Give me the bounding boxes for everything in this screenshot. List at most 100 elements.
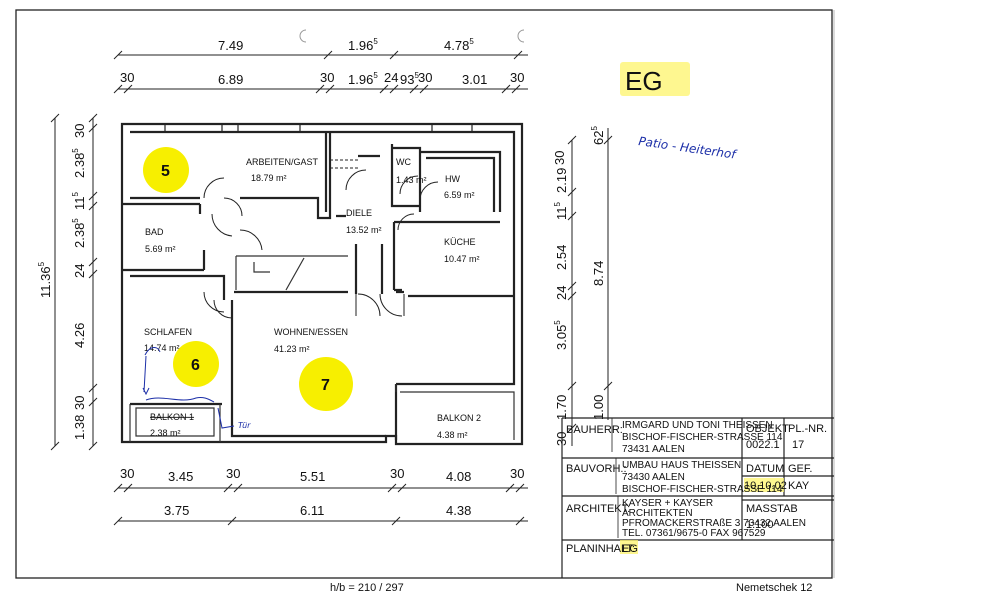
bottom-dim-r1-6: 30: [510, 466, 524, 481]
room-badge-5-label: 5: [161, 163, 170, 180]
left-dimension-lines: [50, 113, 98, 451]
bauherr-label: BAUHERR:: [566, 424, 623, 436]
room-badge-7-label: 7: [321, 377, 330, 394]
punch-hole-mark: [517, 29, 525, 43]
room-name-wohnen: WOHNEN/ESSEN: [274, 327, 348, 337]
room-name-schlafen: SCHLAFEN: [144, 327, 192, 337]
gef-value: KAY: [788, 480, 810, 492]
planinhalt-highlight: [620, 540, 638, 554]
left-dim-7: 1.38: [72, 415, 87, 440]
top-dim-r2-0: 30: [120, 70, 134, 85]
top-dim-r2-2: 30: [320, 70, 334, 85]
software-label: Nemetschek 12: [736, 582, 812, 594]
bottom-dim-r1-3: 5.51: [300, 469, 325, 484]
right-dim-5: 3.055: [553, 320, 569, 350]
room-area-diele: 13.52 m²: [346, 225, 382, 235]
room-name-kueche: KÜCHE: [444, 237, 476, 247]
bauherr-line-3: 73431 AALEN: [622, 444, 685, 455]
room-area-balkon2: 4.38 m²: [437, 430, 468, 440]
bottom-dim-r1-2: 30: [226, 466, 240, 481]
room-name-hw: HW: [445, 174, 460, 184]
top-dim-r1-1: 1.965: [348, 37, 378, 53]
left-dim-4: 24: [72, 264, 87, 278]
left-dim-3: 2.385: [71, 218, 87, 248]
right-dim-0: 30: [552, 151, 567, 165]
right-dim-1: 2.19: [554, 168, 569, 193]
bauvorh-line-3: BISCHOF-FISCHER-STRASSE 114: [622, 484, 783, 495]
objekt-label: OBJEKT: [746, 423, 789, 435]
floor-label-highlight: [620, 62, 690, 96]
top-dim-r1-2: 4.785: [444, 37, 474, 53]
bottom-dim-r1-1: 3.45: [168, 469, 193, 484]
right-dim-3: 2.54: [554, 245, 569, 270]
right-dim-extra: 1.00: [591, 395, 606, 420]
top-dim-r2-5: 935: [400, 71, 419, 87]
plnr-value: 17: [792, 439, 804, 451]
top-dim-r2-4: 24: [384, 70, 398, 85]
room-name-wc: WC: [396, 157, 411, 167]
door-note: Tür: [238, 421, 251, 430]
top-dimension-lines: [113, 50, 528, 94]
room-area-kueche: 10.47 m²: [444, 254, 480, 264]
floor-plan-walls: [120, 122, 524, 446]
datum-highlight: [744, 478, 784, 492]
datum-label: DATUM: [746, 463, 784, 475]
bottom-dim-r1-4: 30: [390, 466, 404, 481]
bottom-dimension-lines: [113, 483, 528, 526]
title-block: [561, 417, 834, 578]
room-area-arbeiten: 18.79 m²: [251, 173, 287, 183]
bottom-dim-r1-5: 4.08: [446, 469, 471, 484]
bauherr-line-1: IRMGARD UND TONI THEISSEN: [622, 420, 773, 431]
top-dim-r2-1: 6.89: [218, 72, 243, 87]
room-name-diele: DIELE: [346, 208, 372, 218]
room-badge-6: [173, 341, 219, 387]
top-dim-r1-0: 7.49: [218, 38, 243, 53]
room-area-bad: 5.69 m²: [145, 244, 176, 254]
room-name-bad: BAD: [145, 227, 164, 237]
room-area-wc: 1.43 m²: [396, 175, 427, 185]
handwritten-arrow: [142, 347, 161, 396]
room-area-wohnen: 41.23 m²: [274, 344, 310, 354]
gef-label: GEF.: [788, 463, 812, 475]
left-dim-2: 115: [71, 192, 87, 211]
room-name-balkon1: BALKON 1: [150, 412, 194, 422]
bottom-dim-r2-2: 4.38: [446, 503, 471, 518]
sheet-format: h/b = 210 / 297: [330, 582, 404, 594]
right-dim-4: 24: [554, 286, 569, 300]
top-dim-r2-8: 30: [510, 70, 524, 85]
right-dim-top: 625: [590, 126, 606, 145]
room-area-hw: 6.59 m²: [444, 190, 475, 200]
bottom-dim-r2-0: 3.75: [164, 503, 189, 518]
bauherr-line-2: BISCHOF-FISCHER-STRASSE 114: [622, 432, 783, 443]
room-name-balkon2: BALKON 2: [437, 413, 481, 423]
architekt-label: ARCHITEKT:: [566, 503, 630, 515]
sheet-border: [15, 9, 833, 579]
planinhalt-value: EG: [622, 543, 638, 555]
punch-hole-mark: [299, 29, 307, 43]
right-dim-2: 115: [553, 202, 569, 221]
room-badge-7: [299, 357, 353, 411]
handwritten-door-mark: [217, 407, 235, 429]
right-dimension-lines: [567, 128, 613, 446]
room-area-schlafen: 14.74 m²: [144, 343, 180, 353]
right-dim-6: 1.70: [554, 395, 569, 420]
left-dim-5: 4.26: [72, 323, 87, 348]
bauvorh-line-2: 73430 AALEN: [622, 472, 685, 483]
architekt-line-1: KAYSER + KAYSER: [622, 498, 713, 509]
left-dim-overall: 11.365: [37, 261, 53, 298]
planinhalt-label: PLANINHALT:: [566, 543, 635, 555]
top-dim-r2-7: 3.01: [462, 72, 487, 87]
top-dim-r2-3: 1.965: [348, 71, 378, 87]
masstab-label: MASSTAB: [746, 503, 798, 515]
objekt-value: 0022.1: [746, 439, 780, 451]
datum-value: 10.10.02: [744, 480, 787, 492]
right-dim-overall: 8.74: [591, 261, 606, 286]
floor-label: EG: [625, 66, 663, 96]
left-dim-6: 30: [72, 396, 87, 410]
room-name-arbeiten: ARBEITEN/GAST: [246, 157, 319, 167]
handwritten-scribble: [145, 397, 215, 403]
architekt-line-4: TEL. 07361/9675-0 FAX 967529: [622, 528, 766, 539]
architekt-line-3: PFROMACKERSTRAßE 3 73432 AALEN: [622, 518, 806, 529]
top-dim-r2-6: 30: [418, 70, 432, 85]
